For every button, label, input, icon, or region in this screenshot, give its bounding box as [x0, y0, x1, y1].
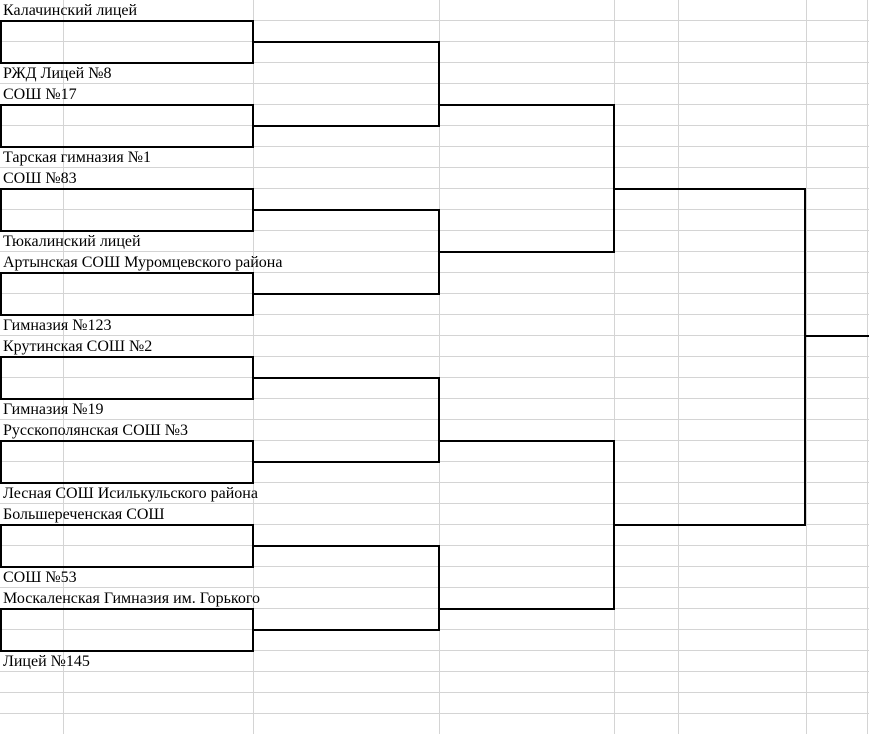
match-box [0, 356, 254, 400]
team-cell[interactable]: Лицей №145 [3, 653, 90, 670]
match-box [0, 272, 254, 316]
bracket-line [438, 545, 440, 631]
team-cell[interactable]: Лесная СОШ Исилькульского района [3, 485, 258, 502]
grid-line-vertical [867, 0, 868, 734]
team-cell[interactable]: Большереченская СОШ [3, 506, 165, 523]
bracket-line [252, 125, 440, 127]
bracket-line [252, 377, 440, 379]
grid-line-vertical [614, 0, 615, 734]
match-box [0, 188, 254, 232]
team-cell[interactable]: РЖД Лицей №8 [3, 65, 112, 82]
team-cell[interactable]: Крутинская СОШ №2 [3, 338, 153, 355]
bracket-line [613, 188, 806, 190]
grid-line-vertical [806, 0, 807, 734]
grid-line-vertical [439, 0, 440, 734]
bracket-line [804, 188, 806, 526]
bracket-line [438, 251, 615, 253]
bracket-line [613, 104, 615, 253]
team-cell[interactable]: Артынская СОШ Муромцевского района [3, 254, 283, 271]
team-cell[interactable]: Тарская гимназия №1 [3, 149, 151, 166]
grid-line-vertical [678, 0, 679, 734]
match-box [0, 20, 254, 64]
bracket-line [438, 608, 615, 610]
bracket-line [438, 104, 615, 106]
team-cell[interactable]: Гимназия №19 [3, 401, 104, 418]
team-cell[interactable]: СОШ №53 [3, 569, 77, 586]
match-box [0, 608, 254, 652]
team-cell[interactable]: Москаленская Гимназия им. Горького [3, 590, 261, 607]
bracket-line [438, 440, 615, 442]
bracket-line [804, 335, 869, 337]
bracket-line [252, 545, 440, 547]
bracket-line [252, 41, 440, 43]
match-box [0, 524, 254, 568]
bracket-line [252, 629, 440, 631]
match-box [0, 104, 254, 148]
bracket-line [438, 41, 440, 127]
match-box [0, 440, 254, 484]
team-cell[interactable]: Гимназия №123 [3, 317, 112, 334]
bracket-line [252, 209, 440, 211]
bracket-line [252, 293, 440, 295]
bracket-line [438, 377, 440, 463]
team-cell[interactable]: Русскополянская СОШ №3 [3, 422, 189, 439]
bracket-line [613, 524, 806, 526]
team-cell[interactable]: Тюкалинский лицей [3, 233, 141, 250]
grid-line-vertical [63, 0, 64, 734]
bracket-line [252, 461, 440, 463]
team-cell[interactable]: СОШ №83 [3, 170, 77, 187]
team-cell[interactable]: СОШ №17 [3, 86, 77, 103]
team-cell[interactable]: Калачинский лицей [3, 2, 138, 19]
